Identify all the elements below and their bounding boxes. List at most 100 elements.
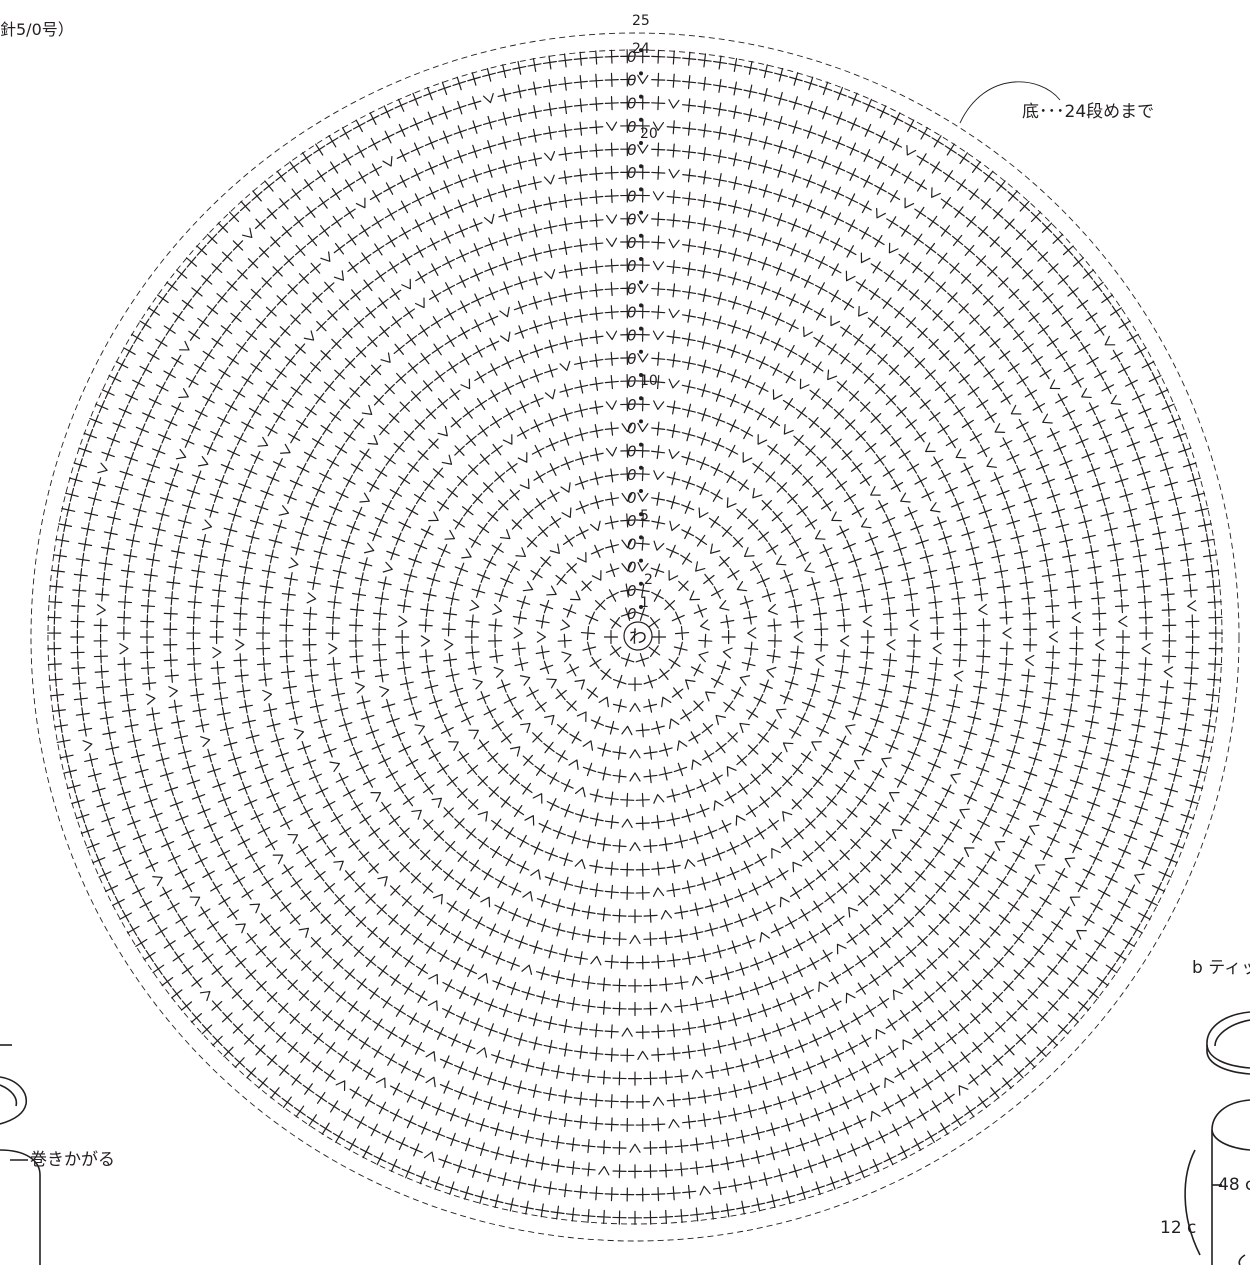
single-crochet-stitch (659, 669, 669, 679)
single-crochet-stitch (159, 431, 171, 443)
single-crochet-stitch (169, 700, 182, 713)
single-crochet-stitch (1019, 300, 1029, 310)
increase-stitch (518, 453, 527, 462)
single-crochet-stitch (529, 1013, 542, 1026)
single-crochet-stitch (1114, 584, 1127, 597)
increase-stitch (307, 593, 316, 603)
single-crochet-stitch (759, 209, 771, 221)
single-crochet-stitch (738, 783, 749, 794)
single-crochet-stitch (905, 120, 916, 131)
single-crochet-stitch (606, 492, 619, 505)
single-crochet-stitch (385, 209, 396, 220)
single-crochet-stitch (785, 917, 796, 928)
single-crochet-stitch (239, 480, 251, 492)
single-crochet-stitch (636, 1188, 649, 1201)
single-crochet-stitch (288, 285, 297, 294)
single-crochet-stitch (815, 842, 825, 852)
single-crochet-stitch (197, 245, 207, 255)
single-crochet-stitch (799, 909, 810, 920)
single-crochet-stitch (897, 280, 907, 290)
single-crochet-stitch (499, 257, 511, 269)
single-crochet-stitch (311, 938, 320, 947)
single-crochet-stitch (303, 756, 315, 768)
single-crochet-stitch (667, 284, 680, 297)
single-crochet-stitch (353, 588, 366, 601)
single-crochet-stitch (575, 404, 588, 417)
single-crochet-stitch (758, 233, 770, 245)
single-crochet-stitch (113, 843, 125, 855)
single-crochet-stitch (491, 1123, 504, 1136)
single-crochet-stitch (281, 603, 294, 616)
single-crochet-stitch (806, 518, 817, 529)
single-crochet-stitch (765, 472, 775, 482)
round-join-dot (639, 582, 643, 586)
single-crochet-stitch (366, 894, 375, 903)
single-crochet-stitch (425, 681, 438, 694)
single-crochet-stitch (826, 1103, 838, 1115)
single-crochet-stitch (683, 192, 696, 205)
single-crochet-stitch (360, 253, 371, 264)
single-crochet-stitch (147, 708, 160, 721)
single-crochet-stitch (465, 939, 476, 950)
single-crochet-stitch (931, 457, 942, 468)
single-crochet-stitch (48, 658, 61, 671)
single-crochet-stitch (598, 743, 611, 756)
single-crochet-stitch (164, 324, 175, 335)
single-crochet-stitch (582, 581, 591, 590)
single-crochet-stitch (96, 681, 109, 694)
single-crochet-stitch (472, 320, 484, 332)
single-crochet-stitch (544, 1017, 557, 1030)
single-crochet-stitch (400, 863, 409, 872)
single-crochet-stitch (1070, 776, 1082, 788)
single-crochet-stitch (961, 991, 971, 1001)
single-crochet-stitch (830, 264, 841, 275)
single-crochet-stitch (559, 1020, 572, 1033)
single-crochet-stitch (667, 121, 680, 134)
single-crochet-stitch (712, 389, 724, 401)
single-crochet-stitch (168, 852, 180, 864)
single-crochet-stitch (495, 589, 507, 601)
single-crochet-stitch (260, 914, 270, 924)
single-crochet-stitch (925, 688, 938, 701)
single-crochet-stitch (683, 122, 696, 135)
increase-stitch (932, 188, 941, 197)
single-crochet-stitch (660, 1141, 673, 1154)
single-crochet-stitch (891, 480, 902, 491)
single-crochet-stitch (729, 106, 742, 119)
single-crochet-stitch (925, 1131, 936, 1142)
increase-stitch (561, 620, 570, 630)
single-crochet-stitch (636, 328, 649, 341)
single-crochet-stitch (399, 228, 410, 239)
single-crochet-stitch (539, 820, 551, 832)
single-crochet-stitch (574, 1185, 587, 1198)
single-crochet-stitch (76, 708, 89, 721)
single-crochet-stitch (212, 965, 222, 975)
single-crochet-stitch (722, 527, 732, 537)
single-crochet-stitch (575, 477, 587, 489)
single-crochet-stitch (484, 1097, 496, 1109)
single-crochet-stitch (891, 863, 901, 873)
single-crochet-stitch (355, 146, 366, 157)
single-crochet-stitch (819, 107, 831, 119)
single-crochet-stitch (374, 654, 387, 667)
single-crochet-stitch (413, 1043, 425, 1055)
increase-stitch (383, 157, 392, 166)
single-crochet-stitch (750, 982, 762, 994)
single-crochet-stitch (1070, 330, 1081, 341)
single-crochet-stitch (224, 524, 237, 537)
single-crochet-stitch (1008, 191, 1018, 201)
increase-stitch (819, 982, 828, 991)
single-crochet-stitch (100, 711, 113, 724)
single-crochet-stitch (354, 318, 364, 328)
single-crochet-stitch (126, 391, 138, 403)
single-crochet-stitch (832, 1075, 844, 1087)
single-crochet-stitch (904, 347, 913, 356)
increase-stitch (669, 239, 679, 247)
single-crochet-stitch (246, 531, 259, 544)
single-crochet-stitch (652, 446, 665, 459)
increase-stitch (424, 1152, 433, 1161)
single-crochet-stitch (139, 845, 151, 857)
single-crochet-stitch (332, 688, 345, 701)
single-crochet-stitch (1158, 557, 1171, 570)
single-crochet-stitch (487, 338, 499, 350)
